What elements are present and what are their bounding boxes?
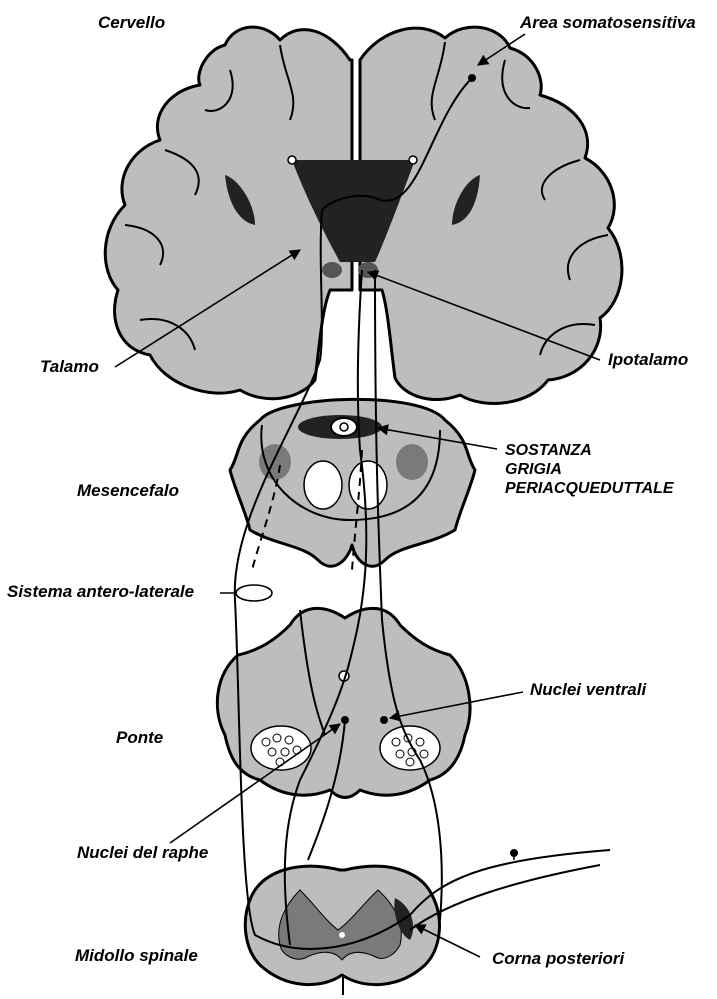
left-pontine-nuclei xyxy=(251,726,311,770)
label-talamo: Talamo xyxy=(40,357,99,377)
pons-outline xyxy=(217,608,470,797)
label-nuclei-ventrali: Nuclei ventrali xyxy=(530,680,646,700)
label-midollo-spinale: Midollo spinale xyxy=(75,946,198,966)
pons-section xyxy=(217,608,470,797)
label-cervello: Cervello xyxy=(98,13,165,33)
somatosensory-cortex-dot xyxy=(468,74,476,82)
central-canal xyxy=(339,932,345,938)
label-mesencefalo: Mesencefalo xyxy=(77,481,179,501)
label-nuclei-del-raphe: Nuclei del raphe xyxy=(77,843,208,863)
label-area-somatosensitiva: Area somatosensitiva xyxy=(520,13,696,33)
left-red-nucleus xyxy=(259,444,291,480)
label-grigia: GRIGIA xyxy=(505,460,562,479)
right-red-nucleus xyxy=(396,444,428,480)
right-cerebral-peduncle xyxy=(349,461,387,509)
ventricle-right-tip xyxy=(409,156,417,164)
label-corna-posteriori: Corna posteriori xyxy=(492,949,624,969)
label-sistema-antero-laterale: Sistema antero-laterale xyxy=(7,582,194,602)
label-ipotalamo: Ipotalamo xyxy=(608,350,688,370)
aqueduct xyxy=(331,418,357,436)
mesencephalon-section xyxy=(230,399,475,566)
spinal-cord-section xyxy=(245,866,439,995)
brain-coronal-section xyxy=(105,27,622,403)
raphe-nuclei-dot xyxy=(341,716,349,724)
right-hemisphere xyxy=(360,27,622,403)
antero-lateral-ring xyxy=(236,585,272,601)
left-cerebral-peduncle xyxy=(304,461,342,509)
label-ponte: Ponte xyxy=(116,728,163,748)
hypothalamus-left-nucleus xyxy=(322,262,342,278)
ventral-nuclei-dot xyxy=(380,716,388,724)
label-periacqueduttale: PERIACQUEDUTTALE xyxy=(505,479,674,498)
peripheral-nerve-fiber-1 xyxy=(410,850,610,915)
label-sostanza: SOSTANZA xyxy=(505,441,592,460)
ventricle-left-tip xyxy=(288,156,296,164)
